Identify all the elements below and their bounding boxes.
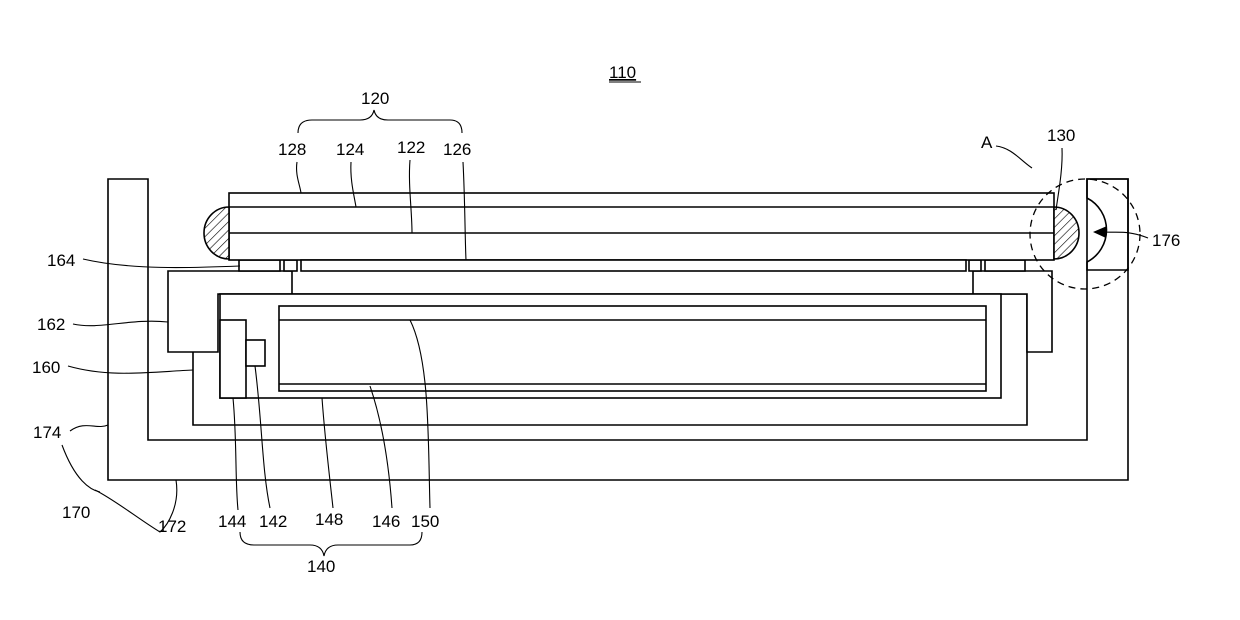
label-140: 140 [307,557,335,576]
arrow-head-176 [1093,226,1107,238]
clip-176 [1087,179,1128,270]
brace-140 [240,532,422,556]
label-126: 126 [443,140,471,159]
leader-164 [83,259,240,268]
light-guide-plate-148 [279,306,986,391]
display-panel-120 [229,193,1054,260]
polarizer-126 [301,260,966,271]
label-130: 130 [1047,126,1075,145]
sealant-left-130 [204,207,229,259]
label-160: 160 [32,358,60,377]
leader-148 [322,398,333,508]
spacer-left-164 [239,260,280,271]
leader-A [996,146,1032,168]
spacer-left-b-164 [284,260,297,271]
leader-170 [62,445,100,492]
spacer-right-164 [985,260,1025,271]
label-176: 176 [1152,231,1180,250]
label-164: 164 [47,251,75,270]
leader-174 [70,425,108,431]
spacer-right-b-164 [969,260,981,271]
circuit-board-144 [220,320,246,398]
leader-160 [68,366,193,373]
label-170: 170 [62,503,90,522]
leader-144 [233,398,238,510]
label-148: 148 [315,510,343,529]
label-150: 150 [411,512,439,531]
label-128: 128 [278,140,306,159]
label-144: 144 [218,512,246,531]
leader-176 [1104,232,1148,238]
figure-number-110: 110 [609,63,636,82]
leader-128 [297,162,301,193]
label-146: 146 [372,512,400,531]
brace-120 [298,110,462,133]
leader-146 [370,386,392,508]
sealant-right-130 [1054,207,1079,259]
label-122: 122 [397,138,425,157]
label-A: A [981,133,993,152]
label-172: 172 [158,517,186,536]
label-120: 120 [361,89,389,108]
label-162: 162 [37,315,65,334]
label-124: 124 [336,140,364,159]
leader-162 [73,321,168,326]
label-142: 142 [259,512,287,531]
leader-130 [1056,148,1062,210]
light-source-142 [246,340,265,366]
label-174: 174 [33,423,61,442]
